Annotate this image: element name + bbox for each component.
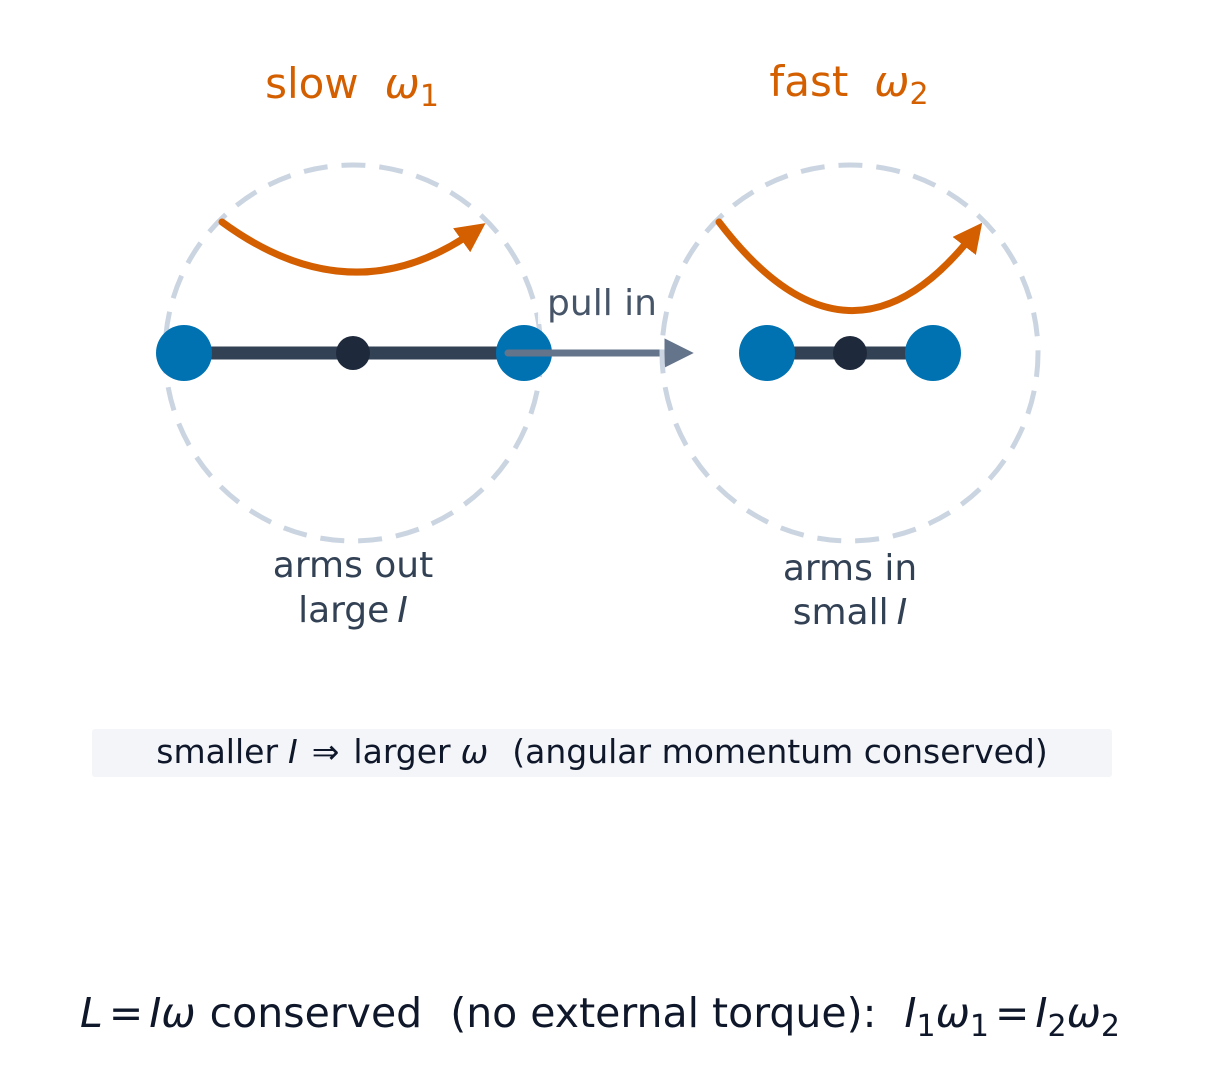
left-label-symbol: I	[397, 590, 408, 631]
formula-sub1b: 1	[970, 1009, 989, 1044]
formula-omega: ω	[161, 989, 195, 1037]
right-mass-left	[739, 325, 795, 381]
formula-I: I	[149, 989, 161, 1037]
right-pivot	[833, 336, 867, 370]
left-label-line1: arms out	[273, 545, 433, 586]
formula-sub2b: 2	[1101, 1009, 1120, 1044]
formula-sub2: 2	[1047, 1009, 1066, 1044]
formula-L: L	[80, 989, 103, 1037]
caption-box	[92, 729, 1112, 777]
formula-eq1: =	[109, 989, 143, 1037]
left-omega-sub: 1	[420, 79, 439, 114]
pull-in-label-bg	[538, 280, 666, 324]
left-title-word: slow	[265, 59, 359, 108]
right-omega-symbol: ω	[874, 57, 909, 106]
caption-mid: larger	[353, 732, 451, 771]
right-mass-right	[905, 325, 961, 381]
formula-conserved: conserved	[210, 989, 423, 1037]
left-omega-symbol: ω	[385, 59, 420, 108]
right-label-line1: arms in	[783, 548, 917, 589]
right-label-symbol: I	[897, 592, 908, 633]
right-label-word: small	[793, 592, 889, 633]
caption-prefix: smaller	[156, 732, 278, 771]
formula-omega2: ω	[1067, 989, 1101, 1037]
caption-implies: ⇒	[312, 732, 340, 771]
right-orbit-circle	[659, 162, 1041, 544]
transition: pull in	[504, 280, 694, 368]
left-label-word: large	[298, 590, 389, 631]
right-title-word: fast	[769, 57, 848, 106]
formula-I1: I	[904, 989, 916, 1037]
caption-suffix: (angular momentum conserved)	[512, 732, 1047, 771]
formula-omega1: ω	[936, 989, 970, 1037]
caption-I-symbol: I	[288, 732, 298, 771]
formula-sub1: 1	[916, 1009, 935, 1044]
left-rotation-arrow	[218, 218, 486, 276]
formula-eq2: =	[995, 989, 1029, 1037]
formula-I2: I	[1035, 989, 1047, 1037]
formula-paren: (no external torque):	[450, 989, 876, 1037]
right-omega-sub: 2	[909, 77, 928, 112]
caption-omega-symbol: ω	[461, 732, 489, 771]
right-rotation-arrow	[715, 218, 983, 314]
left-mass-left	[156, 325, 212, 381]
left-pivot	[336, 336, 370, 370]
pull-in-label: pull in	[547, 283, 657, 324]
